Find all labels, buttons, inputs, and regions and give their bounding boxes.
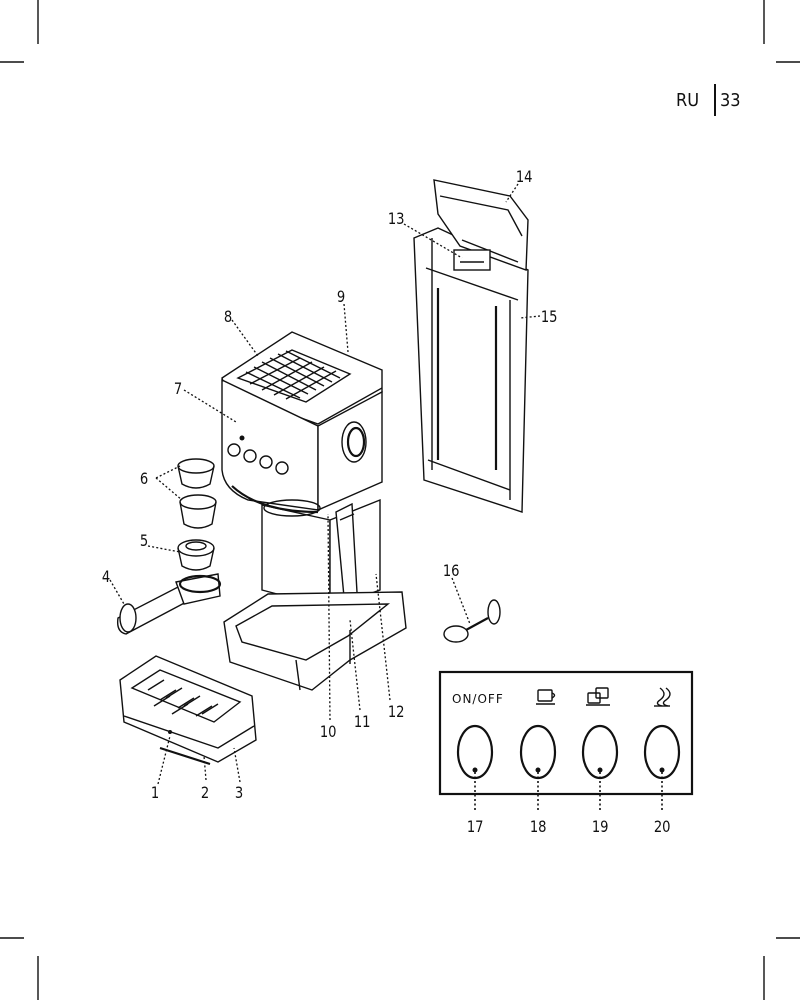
machine-base (223, 591, 407, 691)
callout-16: 16 (443, 562, 460, 581)
callout-1: 1 (151, 784, 159, 803)
callout-2: 2 (201, 784, 209, 803)
steam-knob (341, 421, 367, 463)
callout-15: 15 (541, 308, 558, 327)
filter-holder (177, 539, 215, 571)
callout-12: 12 (388, 703, 405, 722)
water-tank (413, 227, 529, 513)
callout-14: 14 (516, 168, 533, 187)
knob-steam (643, 724, 681, 780)
filter-baskets (177, 458, 217, 529)
control-panel: ON/OFF (438, 670, 694, 812)
callout-3: 3 (235, 784, 243, 803)
language-code: RU (676, 90, 700, 111)
callout-9: 9 (337, 288, 345, 307)
knob-double-cup (581, 724, 619, 780)
callout-11: 11 (354, 713, 371, 732)
callout-4: 4 (102, 568, 110, 587)
callout-5: 5 (140, 532, 148, 551)
cup-warmer-grid (236, 349, 352, 403)
knob-single-cup (519, 724, 557, 780)
double-cup-icon (586, 687, 610, 706)
knob-power (456, 724, 494, 780)
on-off-label: ON/OFF (452, 692, 504, 706)
callout-17: 17 (467, 818, 484, 837)
callout-19: 19 (592, 818, 609, 837)
callout-6: 6 (140, 470, 148, 489)
callout-10: 10 (320, 723, 337, 742)
tank-valve (453, 249, 491, 271)
callout-13: 13 (388, 210, 405, 229)
header-divider (714, 84, 716, 116)
callout-18: 18 (530, 818, 547, 837)
callout-8: 8 (224, 308, 232, 327)
portafilter (116, 573, 222, 635)
tamper-scoop (443, 599, 501, 643)
callout-7: 7 (174, 380, 182, 399)
steam-icon (654, 687, 671, 707)
drip-tray (119, 655, 257, 766)
callout-labels: 1 2 3 4 5 6 7 8 9 10 11 12 13 14 15 16 1… (102, 168, 671, 837)
drip-grate-slots (147, 679, 219, 717)
machine-body (221, 331, 383, 620)
callout-20: 20 (654, 818, 671, 837)
leader-lines (109, 183, 541, 785)
single-cup-icon (536, 689, 556, 705)
front-buttons (227, 435, 289, 475)
page-number: 33 (720, 90, 741, 111)
